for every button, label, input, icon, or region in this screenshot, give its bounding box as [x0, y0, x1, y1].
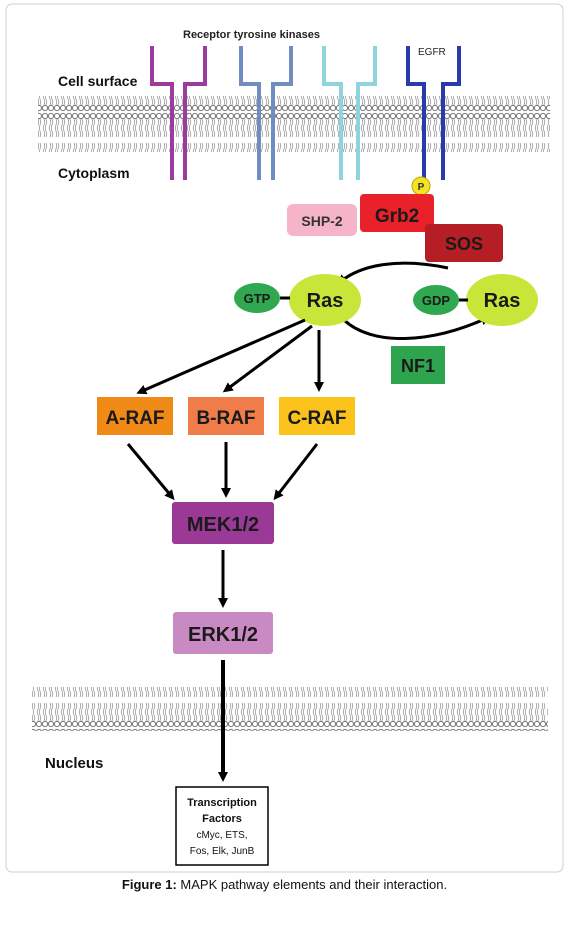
- gef-arrow: [336, 261, 449, 285]
- sos-box: [425, 224, 503, 262]
- receptor-steel: [239, 46, 293, 180]
- caption-prefix: Figure 1:: [121, 877, 177, 892]
- craf-label: C-RAF: [287, 408, 346, 429]
- araf-to-mek-arrow: [126, 443, 175, 501]
- ras-active-ellipse: [289, 274, 361, 326]
- ras-inactive-ellipse: [466, 274, 538, 326]
- braf-box: [188, 397, 264, 435]
- ras-active-label: Ras: [307, 290, 344, 312]
- receptor-cyan: [322, 46, 377, 180]
- grb2-label: Grb2: [375, 206, 419, 227]
- cell-membrane: [38, 96, 550, 152]
- erk-label: ERK1/2: [188, 624, 258, 646]
- figure-caption: Figure 1: MAPK pathway elements and thei…: [0, 877, 569, 892]
- nf1-label: NF1: [401, 356, 435, 376]
- caption-text: MAPK pathway elements and their interact…: [176, 877, 448, 892]
- transcription-factors-box: [175, 786, 269, 866]
- gap-arrow: [342, 315, 491, 340]
- araf-label: A-RAF: [105, 408, 164, 429]
- phosphate-label: P: [418, 182, 425, 193]
- figure-border: [5, 3, 564, 873]
- transcription-items-1: cMyc, ETS,: [196, 830, 247, 841]
- ras-to-braf-arrow: [222, 324, 313, 393]
- ras-to-araf-arrow: [136, 318, 306, 395]
- transcription-title-2: Factors: [202, 813, 242, 825]
- nucleus-label: Nucleus: [45, 755, 103, 772]
- erk-box: [173, 612, 273, 654]
- gdp-ellipse: [413, 285, 459, 315]
- transcription-items-2: Fos, Elk, JunB: [190, 846, 255, 857]
- cytoplasm-label: Cytoplasm: [58, 165, 130, 181]
- receptor-tyrosine-kinases-label: Receptor tyrosine kinases: [183, 29, 320, 41]
- shp2-box: [287, 204, 357, 236]
- braf-label: B-RAF: [196, 408, 255, 429]
- shp2-label: SHP-2: [301, 213, 342, 229]
- ras-inactive-label: Ras: [484, 290, 521, 312]
- mek-box: [172, 502, 274, 544]
- nf1-box: [391, 346, 445, 384]
- gtp-ellipse: [234, 283, 280, 313]
- nuclear-membrane: [32, 687, 548, 731]
- cell-surface-label: Cell surface: [58, 73, 138, 89]
- transcription-title-1: Transcription: [187, 797, 257, 809]
- mek-label: MEK1/2: [187, 514, 259, 536]
- gdp-label: GDP: [422, 293, 451, 308]
- craf-box: [279, 397, 355, 435]
- grb2-box: [360, 194, 434, 232]
- craf-to-mek-arrow: [273, 443, 319, 501]
- egfr-label: EGFR: [418, 47, 446, 58]
- receptor-egfr: [406, 46, 461, 180]
- araf-box: [97, 397, 173, 435]
- sos-label: SOS: [445, 234, 483, 254]
- gtp-label: GTP: [244, 291, 271, 306]
- receptor-purple: [150, 46, 207, 180]
